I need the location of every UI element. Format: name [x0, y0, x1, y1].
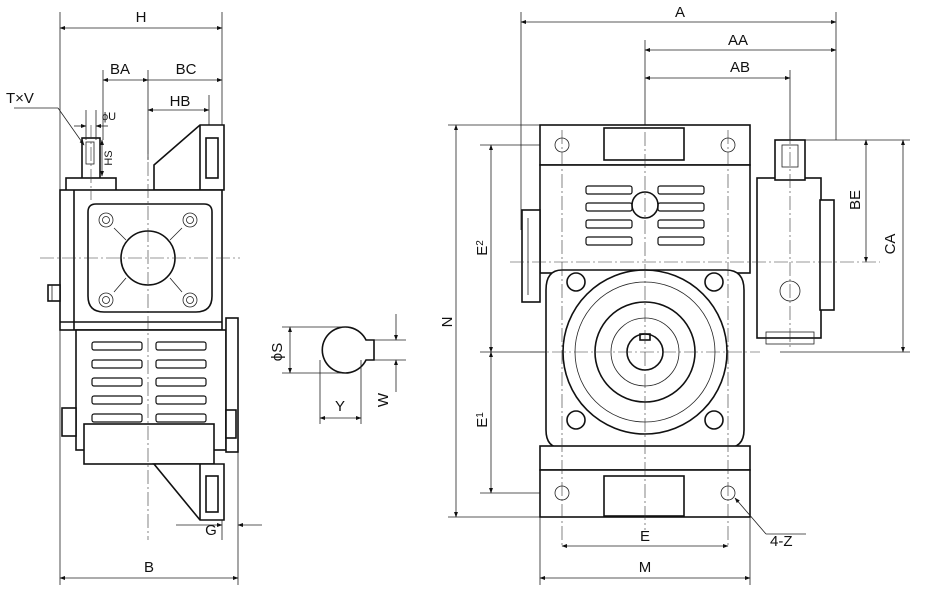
dim-Y: Y: [335, 398, 345, 415]
dim-W: W: [375, 392, 392, 407]
dim-G: G: [205, 522, 217, 539]
dim-H: H: [136, 9, 147, 26]
dim-N: N: [439, 317, 456, 328]
side-view: H BA BC HB T×V ϕU HS B G: [6, 9, 262, 585]
dim-4-Z: 4-Z: [770, 533, 793, 550]
dim-E1: E1: [474, 412, 491, 428]
dim-HS: HS: [103, 150, 115, 165]
dim-TxV: T×V: [6, 90, 34, 107]
dim-BC: BC: [176, 61, 197, 78]
dim-phiS: ϕS: [269, 343, 286, 361]
dim-M: M: [639, 559, 652, 576]
dim-HB: HB: [170, 93, 191, 110]
dim-phiU: ϕU: [102, 111, 116, 123]
dim-E2: E2: [474, 240, 491, 256]
front-view: A AA AB BE CA N E2 E1 E M 4-Z: [439, 4, 910, 585]
dim-B: B: [144, 559, 154, 576]
dim-E: E: [640, 528, 650, 545]
dim-CA: CA: [882, 234, 899, 255]
shaft-key-section: ϕS Y W: [269, 314, 406, 424]
dim-AB: AB: [730, 59, 750, 76]
cooling-fins: [91, 341, 207, 423]
dim-BE: BE: [847, 190, 864, 210]
dim-A: A: [675, 4, 685, 21]
dim-AA: AA: [728, 32, 748, 49]
dim-BA: BA: [110, 61, 130, 78]
